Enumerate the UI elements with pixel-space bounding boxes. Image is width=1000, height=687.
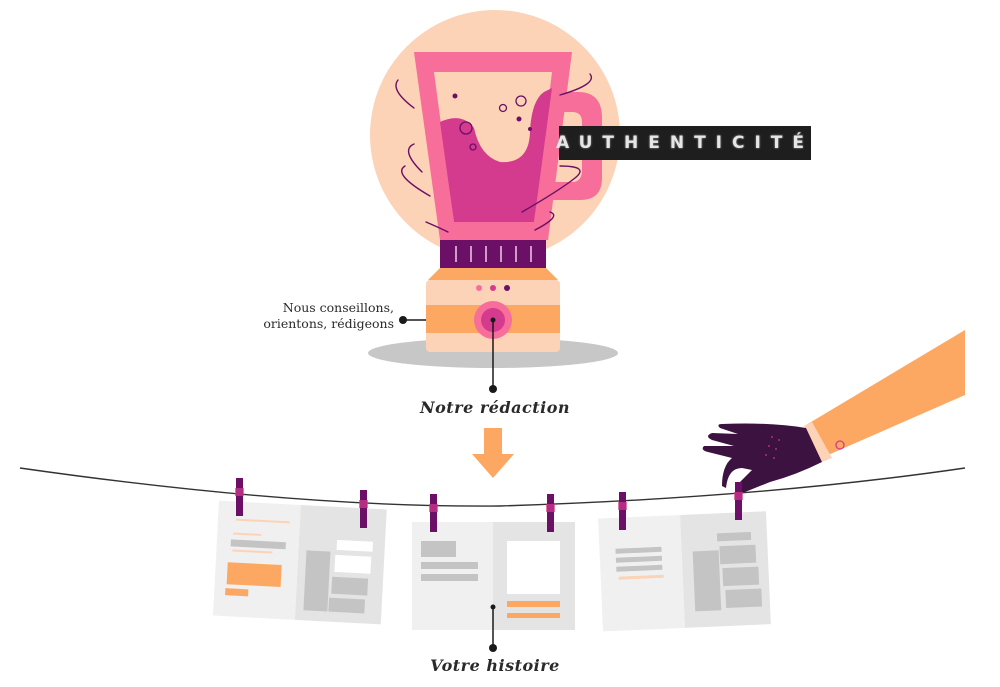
authenticite-text: AUTHENTICITÉ: [555, 133, 815, 153]
clothespin-icon: [235, 478, 743, 532]
arrow-down-icon: [472, 428, 514, 478]
process-label: Nous conseillons, orientons, rédigeons: [228, 300, 394, 332]
document-1: [212, 500, 387, 625]
document-3: [598, 511, 771, 632]
process-label-line1: Nous conseillons,: [282, 300, 394, 315]
process-label-line2: orientons, rédigeons: [263, 316, 394, 331]
blender-icon: [395, 52, 592, 352]
document-2: [412, 522, 575, 630]
blender-handle: [548, 92, 602, 200]
output-label: Votre histoire: [430, 656, 560, 675]
hand-icon: [702, 330, 965, 493]
authenticite-tag: AUTHENTICITÉ: [555, 126, 815, 160]
clothesline-icon: [19, 467, 966, 507]
blender-label: Notre rédaction: [419, 398, 571, 417]
